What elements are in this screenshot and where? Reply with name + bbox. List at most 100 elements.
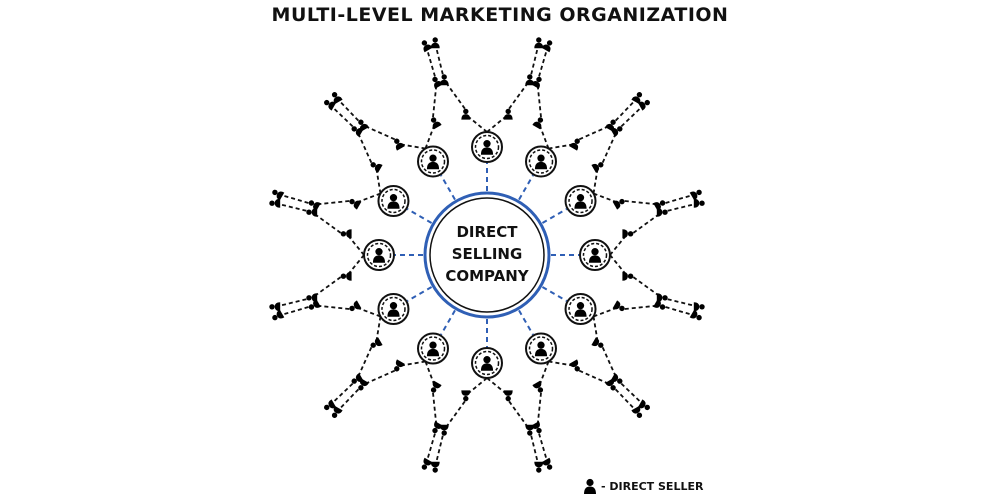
spoke-3 (541, 208, 568, 224)
seller-person-icon (430, 380, 442, 393)
seller-person-icon (610, 126, 623, 137)
node-11 (377, 185, 410, 217)
seller-person-icon (631, 405, 643, 418)
seller-person-icon (605, 378, 616, 391)
seller-person-icon (430, 117, 442, 130)
center-company: DIRECT SELLING COMPANY (423, 191, 551, 319)
seller-person-icon (421, 40, 433, 53)
person-icon (426, 341, 440, 357)
branch-line (335, 96, 360, 122)
spoke-6 (518, 309, 534, 336)
seller-person-icon (534, 37, 544, 49)
legend: - DIRECT SELLER (583, 476, 703, 496)
seller-person-icon (612, 300, 625, 312)
seller-person-icon (631, 92, 643, 105)
center-line-3: COMPANY (445, 267, 529, 285)
branch-line (425, 45, 436, 77)
node-8 (417, 332, 449, 365)
seller-person-icon (637, 399, 650, 411)
seller-person-icon (340, 229, 352, 239)
branch-line (328, 382, 354, 407)
seller-person-icon (269, 198, 281, 208)
seller-person-icon (351, 373, 364, 384)
node-1 (471, 131, 503, 163)
branch-line (538, 45, 549, 77)
seller-person-icon (349, 300, 362, 312)
seller-person-icon (358, 119, 369, 132)
spoke-8 (440, 309, 456, 336)
seller-person-icon (331, 405, 343, 418)
seller-person-icon (591, 337, 604, 348)
branch-line (538, 433, 549, 465)
seller-person-icon (421, 457, 433, 470)
seller-person-icon (689, 309, 702, 321)
seller-person-icon (569, 138, 580, 151)
person-icon (387, 302, 400, 317)
seller-person-icon (331, 92, 343, 105)
seller-person-icon (370, 162, 383, 173)
node-5 (564, 293, 597, 325)
branch-line (434, 435, 444, 467)
spoke-9 (406, 286, 433, 302)
seller-person-icon (503, 108, 513, 120)
center-ring-inner (429, 197, 545, 313)
spoke-2 (518, 174, 534, 201)
seller-person-icon (637, 99, 650, 111)
branch-line (275, 202, 307, 212)
person-icon (372, 248, 386, 263)
seller-person-icon (622, 271, 634, 281)
spoke-5 (541, 286, 568, 302)
seller-person-icon (531, 76, 542, 89)
person-icon (534, 154, 548, 170)
seller-person-icon (532, 117, 544, 130)
seller-person-icon (324, 99, 337, 111)
seller-person-icon (693, 302, 705, 312)
center-line-1: DIRECT (456, 223, 518, 241)
person-icon (480, 356, 494, 371)
branch-line (434, 43, 444, 75)
seller-person-icon (370, 337, 383, 348)
branch-line (277, 193, 309, 204)
node-4 (579, 239, 611, 271)
seller-person-icon (656, 207, 668, 217)
seller-person-icon (541, 457, 553, 470)
branch-line (335, 388, 360, 414)
spoke-11 (406, 208, 433, 224)
branch-line (275, 298, 307, 308)
branch-line (425, 433, 436, 465)
node-7 (471, 347, 503, 379)
branch-line (667, 298, 699, 308)
seller-person-icon (269, 302, 281, 312)
spokes-layer (395, 163, 579, 347)
legend-label: - DIRECT SELLER (601, 479, 704, 493)
node-3 (564, 185, 597, 217)
seller-person-icon (534, 461, 544, 473)
node-12 (417, 145, 449, 178)
branch-line (665, 306, 697, 317)
person-icon (588, 248, 602, 263)
diagram-title: MULTI-LEVEL MARKETING ORGANIZATION (271, 4, 729, 26)
branches-layer (269, 37, 705, 473)
seller-person-icon (432, 421, 443, 434)
seller-person-icon (569, 359, 580, 372)
branch-line (530, 435, 540, 467)
spoke-12 (440, 174, 456, 201)
node-9 (377, 293, 410, 325)
branch-line (530, 43, 540, 75)
seller-person-icon (503, 390, 513, 402)
seller-person-icon (349, 198, 362, 210)
first-level-nodes (363, 131, 611, 379)
seller-person-icon (306, 293, 318, 303)
center-line-2: SELLING (452, 245, 523, 263)
seller-person-icon (430, 37, 440, 49)
branch-line (620, 103, 646, 128)
branch-line (277, 306, 309, 317)
seller-person-icon (653, 299, 666, 310)
branch-line (614, 96, 639, 122)
seller-person-icon (612, 198, 625, 210)
branch-line (614, 388, 639, 414)
seller-person-icon (689, 189, 702, 201)
seller-person-icon (461, 108, 471, 120)
seller-person-icon (622, 229, 634, 239)
